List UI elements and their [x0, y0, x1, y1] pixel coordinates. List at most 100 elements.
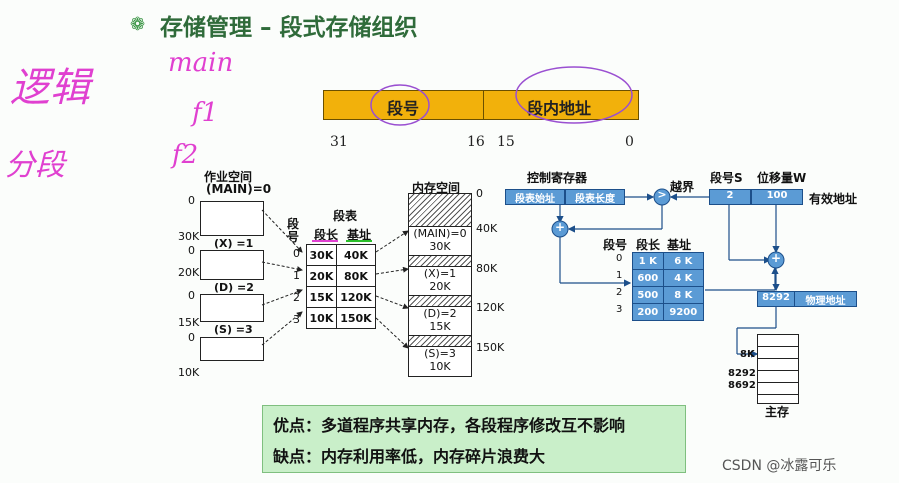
- job-seg-start: 0: [188, 194, 195, 207]
- adder-icon: +: [771, 251, 782, 265]
- bit-16: 16: [467, 134, 485, 150]
- flower-bullet-icon: ❁: [130, 14, 146, 35]
- cons-text: 缺点：内存利用率低，内存碎片浪费大: [273, 447, 546, 466]
- seg-len-header: 段长: [314, 228, 339, 242]
- underline-mark: [312, 240, 338, 242]
- bit-15: 15: [497, 134, 515, 150]
- memory-block: (MAIN)=0 30K: [409, 226, 471, 256]
- mem-row: [758, 359, 798, 371]
- seg-len-cell: 30K: [306, 244, 337, 266]
- memory-block: (S)=3 10K: [409, 346, 471, 375]
- mem-block-name: (MAIN)=0: [413, 227, 467, 240]
- memory-free: [409, 256, 471, 266]
- handwriting-f1: f1: [192, 98, 219, 128]
- job-seg-name: (D) =2: [214, 281, 254, 294]
- seg-table-length-cell: 段表长度: [565, 189, 625, 205]
- mem-block-name: (S)=3: [424, 347, 456, 360]
- job-seg-start: 0: [188, 331, 195, 344]
- job-seg-end: 15K: [178, 316, 200, 329]
- seg-base-cell: 120K: [335, 286, 377, 308]
- effective-address-label: 有效地址: [809, 192, 858, 206]
- page-title: 存储管理 – 段式存储组织: [160, 15, 418, 41]
- seg-base-cell: 40K: [335, 244, 377, 266]
- seg-len-header: 段长: [636, 238, 661, 252]
- handwriting-segment: 分段: [5, 148, 65, 183]
- seg-row-no: 1: [616, 270, 623, 281]
- seg-s-label: 段号S: [710, 171, 743, 185]
- seg-base-cell: 8 K: [662, 286, 705, 304]
- physical-address-box: 8292 物理地址: [757, 291, 857, 307]
- seg-s-value: 2: [709, 189, 751, 205]
- bit-31: 31: [330, 134, 348, 150]
- mem-block-name: (X)=1: [423, 267, 457, 280]
- memory-column: (MAIN)=0 30K (X)=1 20K (D)=2 15K (S)=3 1…: [408, 193, 472, 377]
- seg-base-cell: 150K: [335, 307, 377, 329]
- job-seg-name: (S) =3: [214, 323, 253, 336]
- physical-address-label: 物理地址: [805, 296, 846, 307]
- seg-base-header: 基址: [667, 238, 692, 252]
- mem-block-size: 15K: [429, 320, 451, 333]
- mem-block-size: 30K: [429, 240, 451, 253]
- offset-w-label: 位移量W: [757, 171, 807, 185]
- memory-free: [409, 194, 471, 226]
- seg-row-no: 3: [616, 304, 623, 315]
- offset-w-value: 100: [751, 189, 803, 205]
- job-seg-end: 20K: [178, 266, 200, 279]
- job-space-subtitle: (MAIN)=0: [206, 182, 272, 196]
- seg-row-no: 0: [293, 247, 300, 260]
- job-segment-x: [200, 250, 264, 280]
- mem-block-name: (D)=2: [423, 307, 457, 320]
- seg-len-cell: 600: [632, 269, 664, 287]
- job-seg-start: 0: [188, 289, 195, 302]
- summary-box: 优点：多道程序共享内存，各段程序修改互不影响 缺点：内存利用率低，内存碎片浪费大: [262, 405, 686, 473]
- seg-no-header: 段号: [603, 238, 628, 252]
- seg-row-no: 3: [293, 313, 300, 326]
- adder-icon: +: [555, 220, 566, 234]
- overflow-label: 越界: [670, 180, 695, 194]
- underline-mark: [346, 240, 372, 242]
- job-segment-main: [200, 201, 264, 236]
- seg-base-cell: 9200: [662, 303, 705, 321]
- mem-row: [758, 383, 798, 395]
- mem-block-size: 10K: [429, 360, 451, 373]
- offset-field: 段内地址: [527, 99, 592, 118]
- watermark: CSDN @冰露可乐: [722, 458, 837, 474]
- seg-base-cell: 4 K: [662, 269, 705, 287]
- job-space-title: 作业空间: [204, 170, 253, 184]
- job-seg-end: 30K: [178, 230, 200, 243]
- seg-base-header: 基址: [347, 228, 372, 242]
- pros-text: 优点：多道程序共享内存，各段程序修改互不影响: [273, 416, 626, 435]
- seg-row-numbers: 0 1 2 3: [616, 253, 624, 321]
- mem-block-size: 20K: [429, 280, 451, 293]
- seg-len-cell: 10K: [306, 307, 337, 329]
- seg-row-no: 1: [293, 269, 300, 282]
- memory-block: (D)=2 15K: [409, 306, 471, 336]
- main-memory-label: 主存: [765, 405, 790, 419]
- seg-len-cell: 500: [632, 286, 664, 304]
- memory-block: (X)=1 20K: [409, 266, 471, 296]
- mem-8292: 8292: [728, 368, 756, 379]
- seg-row-no: 2: [293, 291, 300, 304]
- main-memory: [757, 334, 799, 404]
- mem-row: [758, 371, 798, 383]
- job-seg-end: 10K: [178, 366, 200, 379]
- job-seg-start: 0: [188, 244, 195, 257]
- mem-block-addr: 80K: [476, 262, 498, 275]
- physical-address-value: 8292: [758, 292, 795, 306]
- mem-8692: 8692: [728, 380, 756, 391]
- seg-row-no: 2: [616, 287, 623, 298]
- memory-free: [409, 296, 471, 306]
- ctrl-register-title: 控制寄存器: [527, 171, 588, 185]
